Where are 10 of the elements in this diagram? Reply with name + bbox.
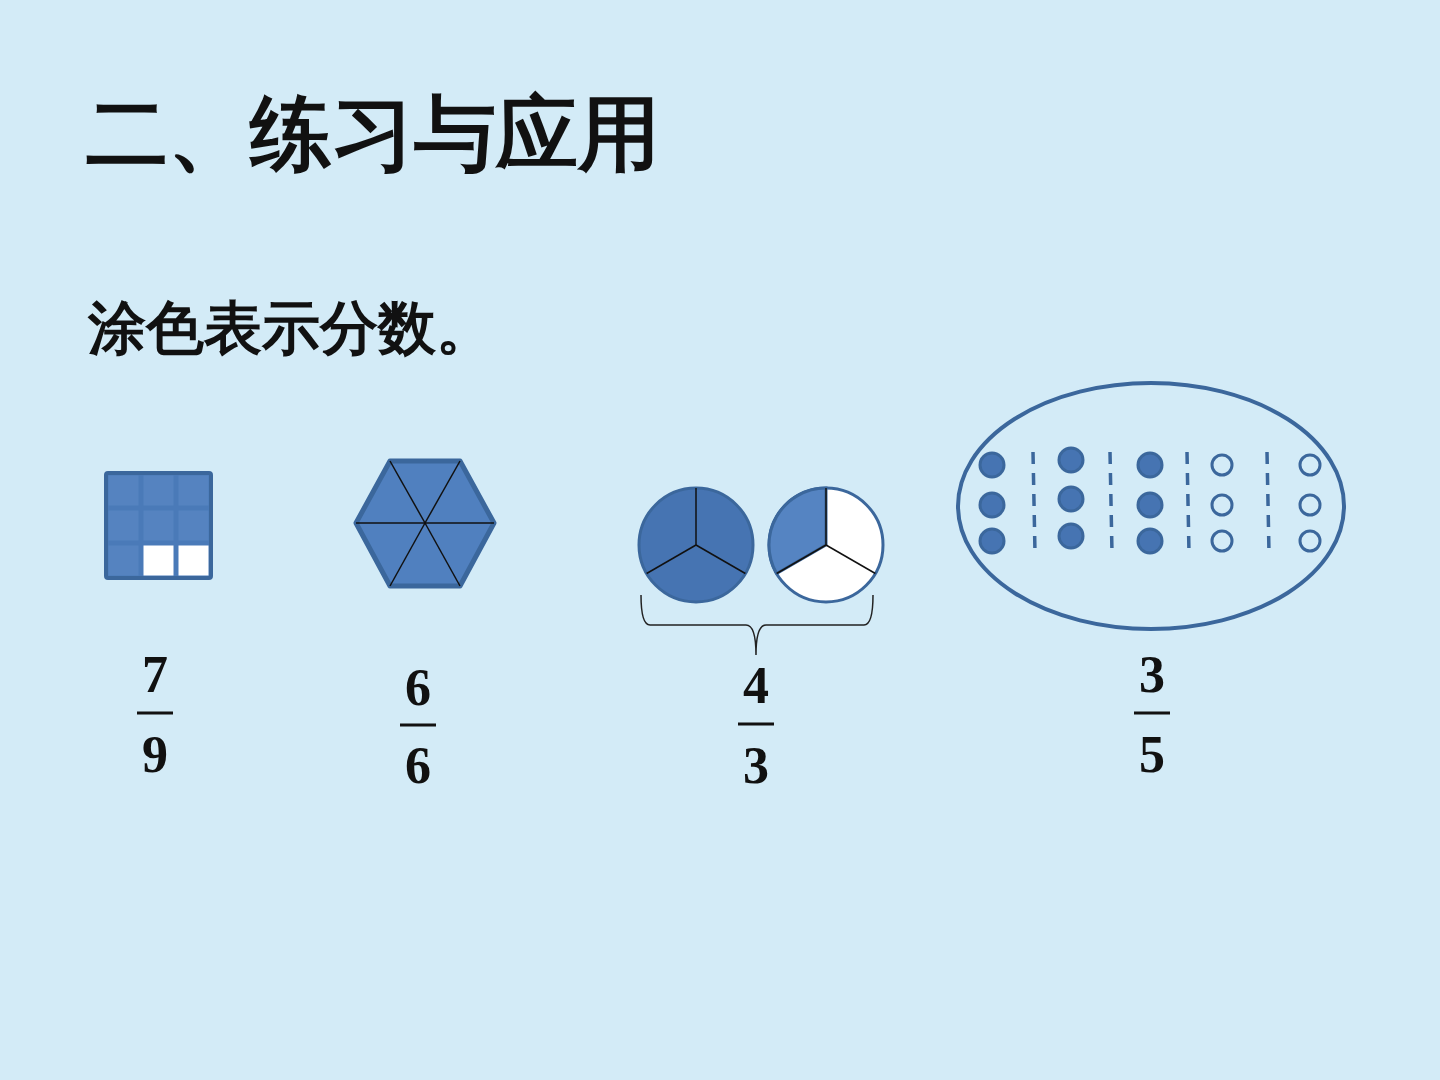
denominator: 5 <box>1139 729 1165 781</box>
numerator: 7 <box>142 649 168 701</box>
instruction-text: 涂色表示分数。 <box>88 293 494 364</box>
title: 二、练习与应用 <box>86 85 660 183</box>
numerator: 3 <box>1139 649 1165 701</box>
numerator: 6 <box>405 662 431 714</box>
denominator: 9 <box>142 729 168 781</box>
numerator: 4 <box>743 660 769 712</box>
denominator: 6 <box>405 740 431 792</box>
denominator: 3 <box>743 740 769 792</box>
